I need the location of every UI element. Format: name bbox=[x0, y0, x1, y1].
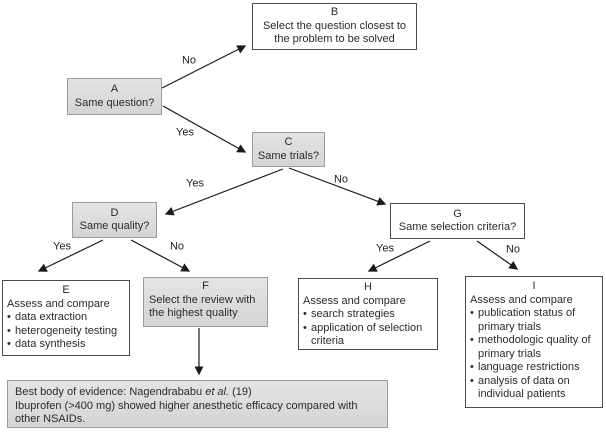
arrow-g-i bbox=[476, 240, 519, 270]
result-etal: et al. bbox=[205, 386, 230, 398]
bullet-icon: • bbox=[303, 321, 307, 334]
node-f-text: Select the review with the highest quali… bbox=[149, 293, 256, 320]
list-item: • methodologic quality of primary trials bbox=[470, 334, 598, 361]
node-h-letter: H bbox=[364, 281, 372, 293]
result-line-1: Best body of evidence: Nagendrababu et a… bbox=[15, 386, 380, 400]
node-c-letter: C bbox=[284, 136, 293, 148]
arrow-d-e bbox=[37, 239, 104, 272]
list-item: • heterogeneity testing bbox=[7, 325, 125, 339]
list-item: • analysis of data on individual patient… bbox=[470, 375, 598, 402]
arrow-c-g bbox=[288, 167, 387, 206]
node-h: H Assess and compare • search strategies… bbox=[298, 278, 438, 350]
node-e-letter: E bbox=[62, 284, 70, 296]
node-e-bullet-2: heterogeneity testing bbox=[15, 324, 118, 337]
bullet-icon: • bbox=[303, 308, 307, 320]
node-a-text: Same question? bbox=[74, 96, 155, 109]
result-suffix: (19) bbox=[232, 386, 252, 398]
result-line-2: Ibuprofen (>400 mg) showed higher anesth… bbox=[15, 399, 358, 426]
node-i-bullet-4: analysis of data on individual patients bbox=[478, 374, 570, 401]
node-c: C Same trials? bbox=[252, 132, 325, 167]
list-item: • publication status of primary trials bbox=[470, 307, 598, 334]
node-e-title: Assess and compare bbox=[7, 297, 110, 310]
node-i-bullet-2: methodologic quality of primary trials bbox=[478, 334, 591, 360]
edge-label-c-d: Yes bbox=[186, 177, 204, 190]
edge-label-c-g: No bbox=[333, 173, 349, 186]
result-box: Best body of evidence: Nagendrababu et a… bbox=[7, 380, 388, 428]
node-g-text: Same selection criteria? bbox=[398, 221, 517, 233]
node-i-bullet-3: language restrictions bbox=[478, 361, 580, 373]
bullet-icon: • bbox=[470, 361, 474, 373]
node-e-bullet-1: data extraction bbox=[15, 311, 88, 323]
node-i: I Assess and compare • publication statu… bbox=[465, 276, 603, 408]
node-g-letter: G bbox=[453, 207, 462, 220]
node-b: B Select the question closest to the pro… bbox=[252, 3, 417, 50]
edge-label-a-c: Yes bbox=[176, 126, 194, 139]
bullet-icon: • bbox=[7, 311, 11, 323]
edge-label-g-h: Yes bbox=[376, 242, 394, 255]
bullet-icon: • bbox=[470, 374, 474, 387]
bullet-icon: • bbox=[470, 334, 474, 346]
node-a-letter: A bbox=[110, 83, 119, 95]
node-e: E Assess and compare • data extraction •… bbox=[2, 280, 130, 356]
node-h-bullet-1: search strategies bbox=[311, 308, 395, 320]
node-e-bullet-3: data synthesis bbox=[15, 338, 86, 350]
node-h-bullet-2: application of selection criteria bbox=[311, 321, 423, 348]
edge-label-g-i: No bbox=[505, 243, 521, 256]
arrow-a-c bbox=[162, 105, 247, 153]
node-f-letter: F bbox=[202, 280, 209, 292]
list-item: • language restrictions bbox=[470, 361, 598, 375]
node-f: F Select the review with the highest qua… bbox=[143, 277, 268, 327]
node-d: D Same quality? bbox=[72, 202, 157, 238]
node-g: G Same selection criteria? bbox=[390, 203, 525, 239]
bullet-icon: • bbox=[7, 324, 11, 337]
result-prefix: Best body of evidence: Nagendrababu bbox=[15, 386, 203, 398]
node-d-letter: D bbox=[110, 206, 119, 219]
node-i-letter: I bbox=[532, 280, 536, 292]
bullet-icon: • bbox=[470, 307, 474, 319]
list-item: • data extraction bbox=[7, 311, 125, 325]
edge-label-d-e: Yes bbox=[53, 240, 71, 253]
arrow-c-d bbox=[164, 168, 284, 216]
bullet-icon: • bbox=[7, 338, 11, 350]
arrow-g-h bbox=[367, 240, 431, 272]
arrow-d-f bbox=[130, 239, 191, 272]
list-item: • application of selection criteria bbox=[303, 322, 433, 349]
list-item: • data synthesis bbox=[7, 338, 125, 352]
arrow-a-b bbox=[161, 45, 247, 89]
edge-label-d-f: No bbox=[169, 240, 185, 253]
node-i-title: Assess and compare bbox=[470, 293, 573, 306]
list-item: • search strategies bbox=[303, 308, 433, 322]
node-d-text: Same quality? bbox=[79, 220, 150, 232]
node-a: A Same question? bbox=[67, 78, 162, 115]
node-b-text: Select the question closest to the probl… bbox=[262, 19, 407, 46]
node-b-letter: B bbox=[330, 6, 339, 19]
edge-label-a-b: No bbox=[181, 54, 197, 67]
node-c-text: Same trials? bbox=[257, 149, 320, 162]
node-i-bullet-1: publication status of primary trials bbox=[478, 307, 576, 333]
node-h-title: Assess and compare bbox=[303, 294, 406, 307]
